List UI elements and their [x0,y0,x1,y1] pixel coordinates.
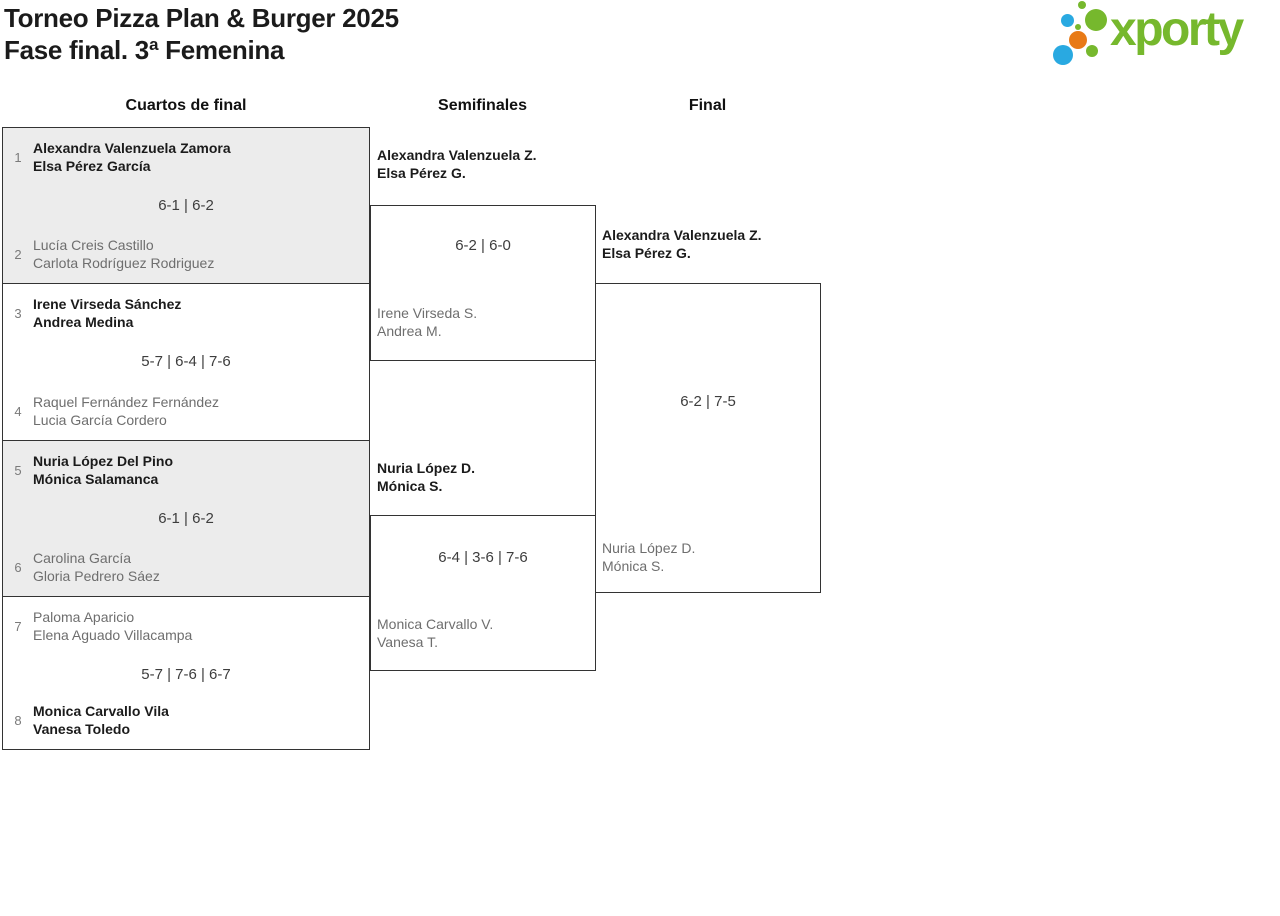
tournament-phase: Fase final. 3ª Femenina [4,35,285,65]
sf1-score: 6-2 | 6-0 [455,237,511,254]
player-name: Carlota Rodríguez Rodriguez [33,255,215,271]
player-name: Monica Carvallo Vila [33,703,169,719]
player-name: Mónica Salamanca [33,471,159,487]
player-name: Andrea M. [377,323,442,339]
player-name: Gloria Pedrero Sáez [33,568,160,584]
final-match [595,283,821,593]
logo-dot-icon [1075,24,1081,30]
seed-number: 3 [14,305,22,321]
qf-match-1: 1 Alexandra Valenzuela Zamora Elsa Pérez… [2,127,370,284]
seed-number: 6 [14,559,22,575]
sf1-team-bottom: Irene Virseda S. Andrea M. [377,304,477,340]
seed-number: 5 [14,462,22,478]
xporty-logo[interactable]: xporty [1048,0,1280,78]
team-names: Irene Virseda Sánchez Andrea Medina [33,295,181,331]
team-row: 2 Lucía Creis Castillo Carlota Rodríguez… [10,236,359,272]
team-names: Lucía Creis Castillo Carlota Rodríguez R… [33,236,214,272]
team-names: Carolina García Gloria Pedrero Sáez [33,549,160,585]
seed-number: 7 [14,618,22,634]
logo-dot-icon [1078,1,1086,9]
team-names: Paloma Aparicio Elena Aguado Villacampa [33,608,192,644]
team-row: 1 Alexandra Valenzuela Zamora Elsa Pérez… [10,139,359,175]
player-name: Nuria López D. [602,540,696,556]
sf1-team-top: Alexandra Valenzuela Z. Elsa Pérez G. [377,146,537,182]
seed-number: 4 [14,403,22,419]
player-name: Elsa Pérez G. [377,165,466,181]
player-name: Alexandra Valenzuela Zamora [33,140,231,156]
team-names: Monica Carvallo Vila Vanesa Toledo [33,702,169,738]
sf-match-1 [370,205,596,361]
logo-dot-icon [1061,14,1074,27]
player-name: Irene Virseda S. [377,305,478,321]
match-score: 5-7 | 6-4 | 7-6 [141,353,231,370]
logo-dot-icon [1069,31,1087,49]
tournament-name: Torneo Pizza Plan & Burger 2025 [4,3,399,33]
round-header-final: Final [688,97,727,114]
player-name: Monica Carvallo V. [377,616,494,632]
sf2-team-bottom: Monica Carvallo V. Vanesa T. [377,615,493,651]
logo-dot-icon [1053,45,1073,65]
final-team-top: Alexandra Valenzuela Z. Elsa Pérez G. [602,226,762,262]
player-name: Vanesa T. [377,634,438,650]
player-name: Lucia García Cordero [33,412,167,428]
team-row: 6 Carolina García Gloria Pedrero Sáez [10,549,359,585]
player-name: Elena Aguado Villacampa [33,627,193,643]
player-name: Vanesa Toledo [33,721,130,737]
team-names: Alexandra Valenzuela Zamora Elsa Pérez G… [33,139,231,175]
player-name: Raquel Fernández Fernández [33,394,220,410]
player-name: Nuria López Del Pino [33,453,174,469]
player-name: Mónica S. [377,478,443,494]
qf-match-3: 5 Nuria López Del Pino Mónica Salamanca … [2,440,370,597]
final-score: 6-2 | 7-5 [680,393,736,410]
team-names: Raquel Fernández Fernández Lucia García … [33,393,219,429]
logo-wordmark: xporty [1110,3,1244,56]
player-name: Alexandra Valenzuela Z. [602,227,762,243]
team-row: 3 Irene Virseda Sánchez Andrea Medina [10,295,359,331]
sf-match-2 [370,515,596,671]
logo-dot-icon [1085,9,1107,31]
player-name: Elsa Pérez García [33,158,151,174]
match-score: 5-7 | 7-6 | 6-7 [141,666,231,683]
player-name: Paloma Aparicio [33,609,135,625]
seed-number: 8 [14,712,22,728]
player-name: Irene Virseda Sánchez [33,296,182,312]
player-name: Lucía Creis Castillo [33,237,154,253]
round-header-quarterfinals: Cuartos de final [125,97,247,114]
final-team-bottom: Nuria López D. Mónica S. [602,539,695,575]
match-score: 6-1 | 6-2 [158,197,214,214]
round-header-semifinals: Semifinales [438,97,527,114]
player-name: Alexandra Valenzuela Z. [377,147,537,163]
team-row: 4 Raquel Fernández Fernández Lucia Garcí… [10,393,359,429]
qf-match-4: 7 Paloma Aparicio Elena Aguado Villacamp… [2,596,370,750]
player-name: Mónica S. [602,558,665,574]
player-name: Carolina García [33,550,132,566]
sf2-team-top: Nuria López D. Mónica S. [377,459,475,495]
page-title: Torneo Pizza Plan & Burger 2025 Fase fin… [4,2,399,66]
seed-number: 2 [14,246,22,262]
qf-match-2: 3 Irene Virseda Sánchez Andrea Medina 5-… [2,283,370,441]
match-score: 6-1 | 6-2 [158,510,214,527]
team-row: 8 Monica Carvallo Vila Vanesa Toledo [10,702,359,738]
seed-number: 1 [14,149,22,165]
player-name: Elsa Pérez G. [602,245,691,261]
player-name: Nuria López D. [377,460,476,476]
player-name: Andrea Medina [33,314,134,330]
team-row: 5 Nuria López Del Pino Mónica Salamanca [10,452,359,488]
team-names: Nuria López Del Pino Mónica Salamanca [33,452,173,488]
team-row: 7 Paloma Aparicio Elena Aguado Villacamp… [10,608,359,644]
logo-dot-icon [1086,45,1098,57]
sf2-score: 6-4 | 3-6 | 7-6 [438,549,528,566]
